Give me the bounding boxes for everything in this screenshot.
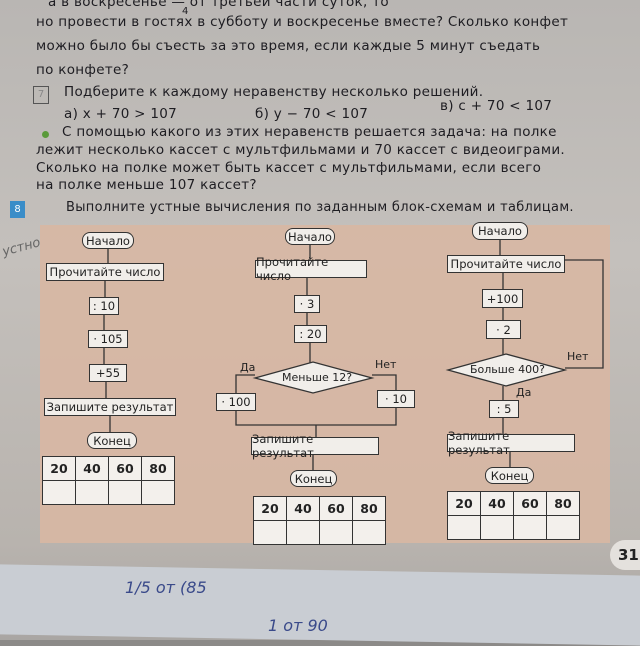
table-cell-empty: [513, 515, 547, 540]
table-cell-empty: [253, 520, 287, 545]
table-cell-empty: [75, 480, 109, 505]
text-line: а в воскресенье — от третьей части суток…: [48, 0, 389, 10]
table-cell-empty: [447, 515, 481, 540]
table-cell: 40: [75, 456, 109, 481]
text-line: С помощью какого из этих неравенств реша…: [62, 124, 557, 140]
table-cell: 80: [352, 496, 386, 521]
table-cell: 40: [480, 491, 514, 516]
handwritten-note: 1/5 от (85: [125, 578, 207, 597]
flow2-end: Конец: [290, 470, 337, 487]
flow3-no-label: Нет: [567, 350, 589, 363]
table-cell-empty: [42, 480, 76, 505]
flow3-multiply-step: · 2: [486, 320, 521, 339]
flow3-write-result: Запишите результат: [447, 429, 575, 457]
text-line: лежит несколько кассет с мультфильмами и…: [36, 142, 566, 158]
page-number: 31: [610, 540, 640, 570]
flow3-start: Начало: [472, 222, 528, 240]
flow3-add-step: +100: [482, 289, 523, 308]
flow2-no-step: · 10: [377, 390, 415, 408]
text-line: Сколько на полке может быть кассет с мул…: [36, 160, 542, 176]
flow1-read-step: Прочитайте число: [46, 263, 164, 281]
text-line: на полке меньше 107 кассет?: [36, 177, 257, 193]
flow2-multiply-step: · 3: [294, 295, 320, 313]
text-line: можно было бы съесть за это время, если …: [36, 38, 541, 54]
table-cell-empty: [108, 480, 142, 505]
inequality-c: в) c + 70 < 107: [440, 98, 553, 114]
flow2-write-result: Запишите результат: [251, 432, 379, 460]
flow2-divide-step: : 20: [294, 325, 327, 343]
flow2-read-step: Прочитайте число: [255, 255, 367, 283]
text-line: по конфете?: [36, 62, 130, 78]
table-cell: 60: [319, 496, 353, 521]
task-title: Выполните устные вычисления по заданным …: [66, 200, 574, 215]
fraction-denominator: 4: [182, 6, 189, 17]
flow2-yes-label: Да: [240, 361, 256, 374]
flow3-read-step: Прочитайте число: [447, 255, 565, 273]
flow1-start: Начало: [82, 232, 134, 249]
flow3-end: Конец: [485, 467, 534, 484]
flow1-add-step: +55: [89, 364, 127, 382]
table-cell: 20: [447, 491, 481, 516]
task-number-badge: 8: [10, 201, 25, 218]
table-cell: 20: [42, 456, 76, 481]
flow2-condition: Меньше 12?: [282, 371, 353, 384]
inequality-a: а) x + 70 > 107: [64, 106, 178, 122]
table-cell: 80: [546, 491, 580, 516]
table-cell: 80: [141, 456, 175, 481]
task-title: Подберите к каждому неравенству нескольк…: [64, 84, 484, 100]
table-cell: 60: [108, 456, 142, 481]
flow1-end: Конец: [87, 432, 137, 449]
table-cell-empty: [319, 520, 353, 545]
table-cell-empty: [286, 520, 320, 545]
flow1-multiply-step: · 105: [88, 330, 128, 348]
table-cell: 20: [253, 496, 287, 521]
handwritten-note: 1 от 90: [268, 616, 328, 635]
table-cell: 40: [286, 496, 320, 521]
table-cell: 60: [513, 491, 547, 516]
text-line: но провести в гостях в субботу и воскрес…: [36, 14, 569, 30]
flow2-no-label: Нет: [375, 358, 397, 371]
table-cell-empty: [352, 520, 386, 545]
flow3-divide-step: : 5: [489, 400, 519, 418]
flow1-divide-step: : 10: [89, 297, 119, 315]
flow2-start: Начало: [285, 228, 335, 245]
green-bullet-icon: [42, 131, 49, 138]
flow1-write-result: Запишите результат: [44, 398, 176, 416]
flow3-condition: Больше 400?: [470, 363, 545, 376]
table-cell-empty: [141, 480, 175, 505]
inequality-b: б) y − 70 < 107: [255, 106, 369, 122]
flow3-yes-label: Да: [516, 386, 532, 399]
flow2-yes-step: · 100: [216, 393, 256, 411]
table-cell-empty: [546, 515, 580, 540]
task-number-badge: 7: [33, 86, 49, 104]
table-cell-empty: [480, 515, 514, 540]
